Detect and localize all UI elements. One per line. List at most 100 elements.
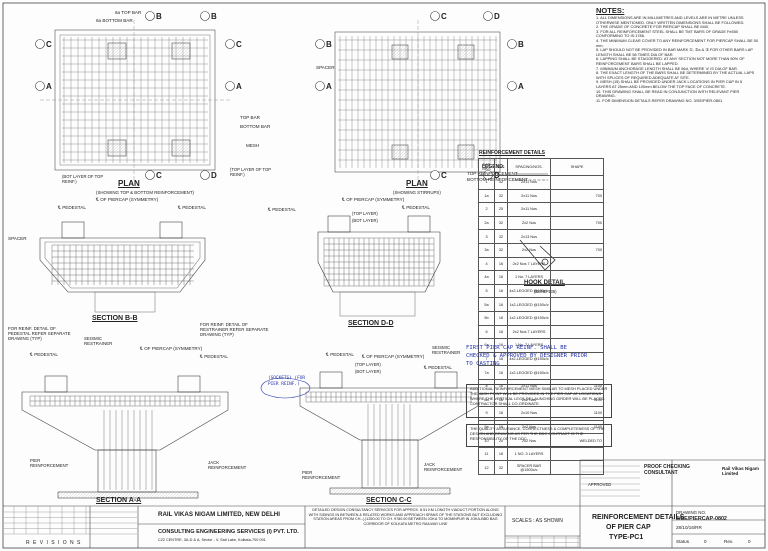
rebar-shape: 700: [550, 188, 604, 204]
aa-pier-reinf: PIER REINFORCEMENT: [30, 458, 69, 468]
handwritten-sockets: (SOCKETS) (FOR PIER REINF.): [268, 376, 306, 387]
section-dd: [317, 215, 441, 317]
note-item: 8. THE EXACT LENGTH OF THE BARS SHALL BE…: [596, 70, 755, 80]
dd-bot-layer: (BOT LAYER): [352, 218, 378, 223]
rebar-shape: [550, 270, 604, 285]
notes-title: NOTES:: [596, 6, 625, 15]
rebar-header: BAR MKS: [478, 158, 495, 176]
bb-cl-pedestal-left: ℄ PEDESTAL: [58, 205, 86, 210]
rebar-mark: 12: [478, 460, 495, 476]
note-item: 2. THE GRADE OF CONCRETE FOR PIERCAP SHA…: [596, 24, 709, 30]
section-mark-letter: D: [211, 171, 217, 180]
rebar-spacing: 2x2 Nos 7 LAYERS: [507, 324, 551, 340]
drawing-title-3: TYPE-PC1: [609, 534, 644, 541]
scale-label: SCALES : AS SHOWN: [512, 518, 563, 524]
note-item: 3. FOR ALL REINFORCEMENT STEEL SHALL BE …: [596, 28, 739, 39]
rebar-spacing: 2x13 Nos: [507, 229, 551, 244]
note-item: 10. THIS DRAWING SHALL BE READ IN CONJUN…: [596, 88, 740, 99]
rebar-shape: [550, 202, 604, 217]
note-item: 11. FOR DIMENSION DETAILS REFER DRAWING …: [596, 97, 723, 103]
section-mark-letter: A: [46, 82, 52, 91]
rebar-shape: 700: [550, 242, 604, 258]
aa-seismic: SEISMIC RESTRAINER: [84, 336, 113, 346]
status-label: Status: [676, 539, 690, 544]
proof-checking-label: PROOF CHECKING CONSULTANT: [644, 464, 690, 476]
section-mark-letter: B: [326, 40, 332, 49]
rebar-spacing: 1 NO. 3 LAYERS: [507, 446, 551, 462]
section-mark-letter: C: [156, 171, 162, 180]
aa-for-reinf-right: FOR REINF. DETAIL OF RESTRAINER REFER SE…: [200, 322, 269, 337]
cc-cl-pedestal-left: ℄ PEDESTAL: [326, 352, 354, 357]
section-mark-letter: A: [326, 82, 332, 91]
rebar-mark: 4: [478, 256, 495, 272]
section-mark: [315, 39, 325, 49]
drawing-title-2: OF PIER CAP: [606, 524, 651, 531]
section-mark: [507, 81, 517, 91]
plan-left: [40, 20, 230, 180]
note-item: 1. ALL DIMENSIONS ARE IN MILLIMETRES AND…: [596, 15, 745, 25]
section-mark-letter: C: [441, 12, 447, 21]
rebar-spacing: 2x11 Nos: [507, 175, 551, 190]
rebar-mark: 2: [478, 202, 495, 217]
rebar-dia: 32: [494, 460, 508, 476]
rebar-mark: 5a: [478, 297, 495, 312]
note-item: 4. THE MINIMUM CLEAR COVER TO ANY REINFO…: [596, 37, 759, 48]
rebar-shape: [550, 229, 604, 244]
plan-left-callout-right: (TOP LAYER OF TOP REINF.): [230, 167, 271, 177]
section-dd-title: SECTION D-D: [348, 320, 394, 327]
rebar-dia: 32: [494, 229, 508, 244]
rebar-dia: 32: [494, 242, 508, 258]
drawing-date: 28/10/16/RR: [676, 525, 702, 530]
rebar-dia: 16: [494, 256, 508, 272]
rebar-mark: 6: [478, 324, 495, 340]
cc-pier-reinf: PIER REINFORCEMENT: [302, 470, 341, 480]
aa-cl-piercap: ℄ OF PIERCAP (SYMMETRY): [140, 346, 203, 351]
rebar-dia: 16: [494, 310, 508, 326]
section-cc-title: SECTION C-C: [366, 497, 412, 504]
aa-jack-reinf: JACK REINFORCEMENT: [208, 460, 247, 470]
dd-cl-pedestal-right: ℄ PEDESTAL: [402, 205, 430, 210]
section-mark: [315, 81, 325, 91]
section-bb: [39, 221, 206, 313]
plan-left-subtitle: (SHOWING TOP & BOTTOM REINFORCEMENT): [96, 190, 194, 195]
section-mark: [35, 39, 45, 49]
section-mark-letter: C: [236, 40, 242, 49]
bb-spacer: SPACER: [8, 236, 27, 241]
rebar-spacing: 4x2-LEGGED @150c/c: [507, 283, 551, 299]
handwritten-note: FIRST PIER CAP REINF. SHALL BE CHECKED &…: [466, 345, 588, 367]
plan-right-subtitle: (SHOWING STIRRUPS): [393, 190, 441, 195]
note-item: 5. LAP SHOULD NOT BE PROVIDED IN BAR MAR…: [596, 47, 753, 57]
section-cc: [299, 371, 479, 495]
section-mark-letter: B: [518, 40, 524, 49]
rebar-dia: 32: [494, 215, 508, 231]
note-item: 6. LAPPING SHALL BE STAGGERED. AT ANY SE…: [596, 56, 745, 66]
section-mark-letter: A: [518, 82, 524, 91]
section-mark: [145, 170, 155, 180]
rebar-shape: [550, 446, 604, 462]
rebar-header: SPACING/NOS.: [507, 158, 551, 176]
revisions-label: R E V I S I O N S: [26, 540, 82, 546]
status-value: 0: [704, 539, 707, 544]
section-mark: [35, 81, 45, 91]
rebar-mark: 5: [478, 283, 495, 299]
section-mark: [145, 11, 155, 21]
rebar-spacing: 1 No. 7 LAYERS: [507, 270, 551, 285]
rebar-shape: [550, 283, 604, 299]
rebar-spacing: 2x2 Nos 7 LAYERS: [507, 256, 551, 272]
rebar-mark: 1a: [478, 188, 495, 204]
section-mark: [225, 81, 235, 91]
rebar-dia: 16: [494, 283, 508, 299]
dd-cl-pedestal-left: ℄ PEDESTAL: [268, 207, 296, 212]
